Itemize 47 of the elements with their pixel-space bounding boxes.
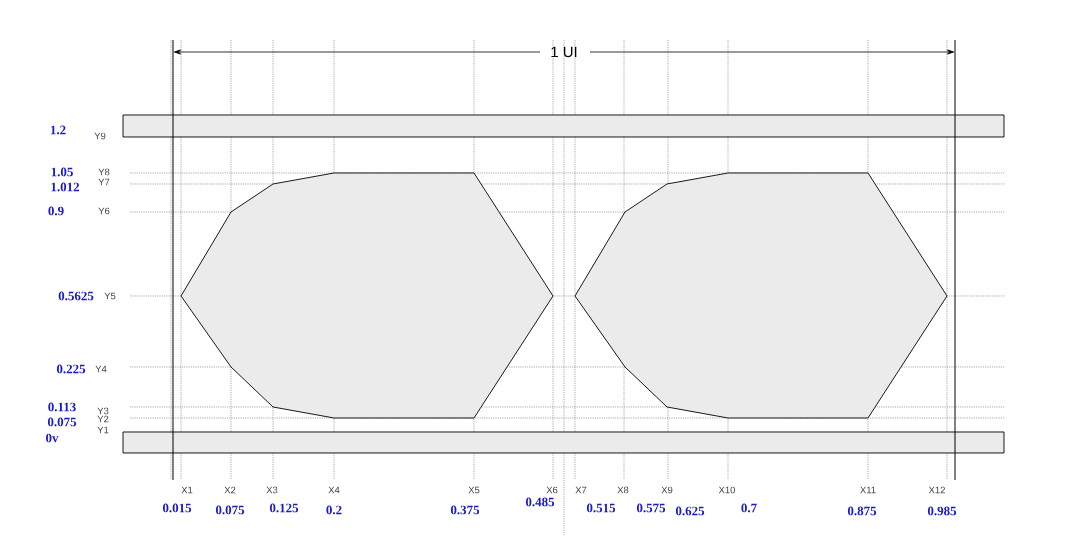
value-label: 0.7 [741,503,757,513]
point-label: Y3 [97,407,109,415]
value-label: 0.113 [48,402,76,412]
value-label: 0.515 [586,503,616,513]
eye-mask-hexagon [180,172,554,419]
value-label: 0.985 [927,506,957,516]
value-label: 1.012 [51,182,80,192]
dimension-label: 1 UI [551,46,577,58]
point-label: X11 [860,486,876,494]
point-label: Y1 [97,426,109,434]
point-label: X8 [617,486,629,494]
value-label: 0.5625 [58,291,94,301]
point-label: X3 [266,486,278,494]
point-label: X7 [575,486,587,494]
point-label: Y2 [97,415,109,423]
point-label: X2 [224,486,236,494]
point-label: Y8 [98,168,110,176]
value-label: 0v [46,433,59,443]
value-label: 0.575 [636,503,666,513]
point-label: X5 [468,486,480,494]
value-label: 0.375 [450,505,480,515]
value-label: 0.075 [47,417,77,427]
value-label: 0.075 [215,505,245,515]
point-label: Y5 [104,292,116,300]
limit-bar [122,114,1005,138]
value-label: 0.2 [326,505,342,515]
point-label: X4 [328,486,340,494]
value-label: 0.125 [269,503,299,513]
point-label: X12 [928,486,945,494]
point-label: X10 [718,486,736,494]
point-label: Y6 [98,207,110,215]
point-label: Y7 [98,178,110,186]
point-label: Y4 [95,365,107,373]
eye-mask-hexagon [574,172,948,419]
point-label: X1 [181,486,193,494]
value-label: 1.2 [50,125,66,135]
limit-bar [122,431,1005,454]
value-label: 0.225 [56,364,86,374]
value-label: 0.015 [162,503,192,513]
point-label: Y9 [94,132,106,140]
value-label: 0.875 [847,506,877,516]
point-label: X9 [661,486,673,494]
value-label: 1.05 [51,167,73,177]
value-label: 0.625 [675,506,705,516]
value-label: 0.9 [48,206,64,216]
point-label: X6 [546,486,558,494]
value-label: 0.485 [525,497,555,507]
